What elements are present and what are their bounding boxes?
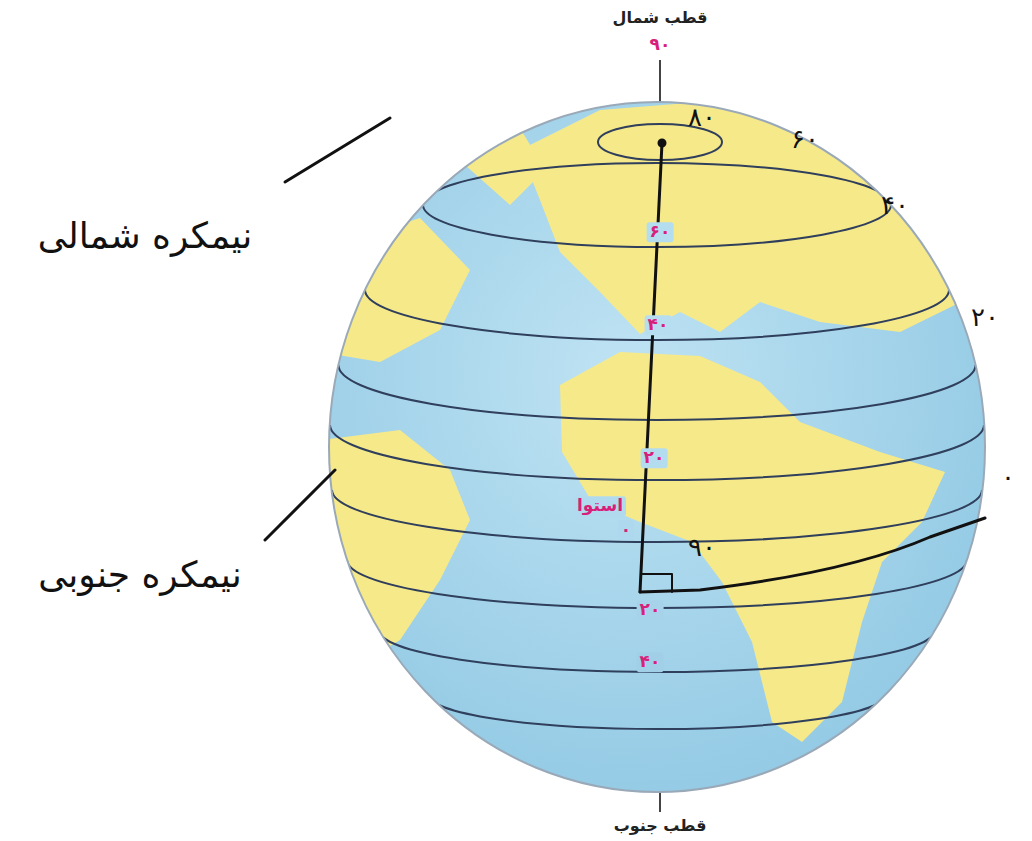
latitude-number: ۶۰ — [647, 222, 674, 242]
hemisphere-label: نیمکره شمالی — [35, 215, 256, 256]
land-mass — [560, 352, 945, 742]
pole-label: قطب شمال — [610, 9, 711, 27]
latitude-line — [330, 425, 984, 480]
land-mass — [520, 102, 965, 334]
handwritten-number: ۲۰ — [968, 303, 1002, 333]
pole-label: قطب جنوب — [611, 817, 710, 835]
land-mass — [465, 128, 545, 205]
latitude-line — [365, 290, 949, 340]
hand-line — [640, 518, 985, 592]
right-angle-mark — [641, 574, 672, 592]
handwritten-number: ۸۰ — [685, 103, 719, 133]
latitude-lines — [330, 124, 984, 729]
land — [320, 102, 965, 742]
latitude-number: ۴۰ — [645, 315, 672, 335]
handwritten-number: ۹۰ — [685, 533, 719, 563]
latitude-number: استوا — [574, 496, 626, 516]
handwritten-number: ۰ — [998, 463, 1018, 493]
latitude-line — [338, 365, 975, 420]
latitude-line — [379, 630, 935, 672]
latitude-number: ۲۰ — [641, 448, 668, 468]
handwritten-number: ۴۰ — [878, 191, 912, 221]
hand-line — [640, 143, 662, 592]
hand-line — [265, 470, 335, 540]
hand-dot — [659, 140, 665, 146]
hand-line — [285, 118, 390, 182]
hand-drawing — [265, 118, 985, 592]
latitude-number: ۲۰ — [637, 600, 664, 620]
latitude-number: ۴۰ — [637, 652, 664, 672]
handwritten-number: ۶۰ — [788, 125, 822, 155]
globe-outline — [329, 102, 985, 792]
globe — [329, 102, 985, 792]
latitude-number: ۰ — [618, 520, 634, 540]
axis-tick — [659, 60, 661, 104]
latitude-line — [423, 163, 891, 247]
hemisphere-label: نیمکره جنوبی — [35, 554, 244, 595]
axis-tick — [659, 790, 661, 812]
latitude-line — [332, 490, 982, 542]
latitude-number: ۹۰ — [647, 35, 674, 55]
latitude-line — [429, 695, 885, 729]
